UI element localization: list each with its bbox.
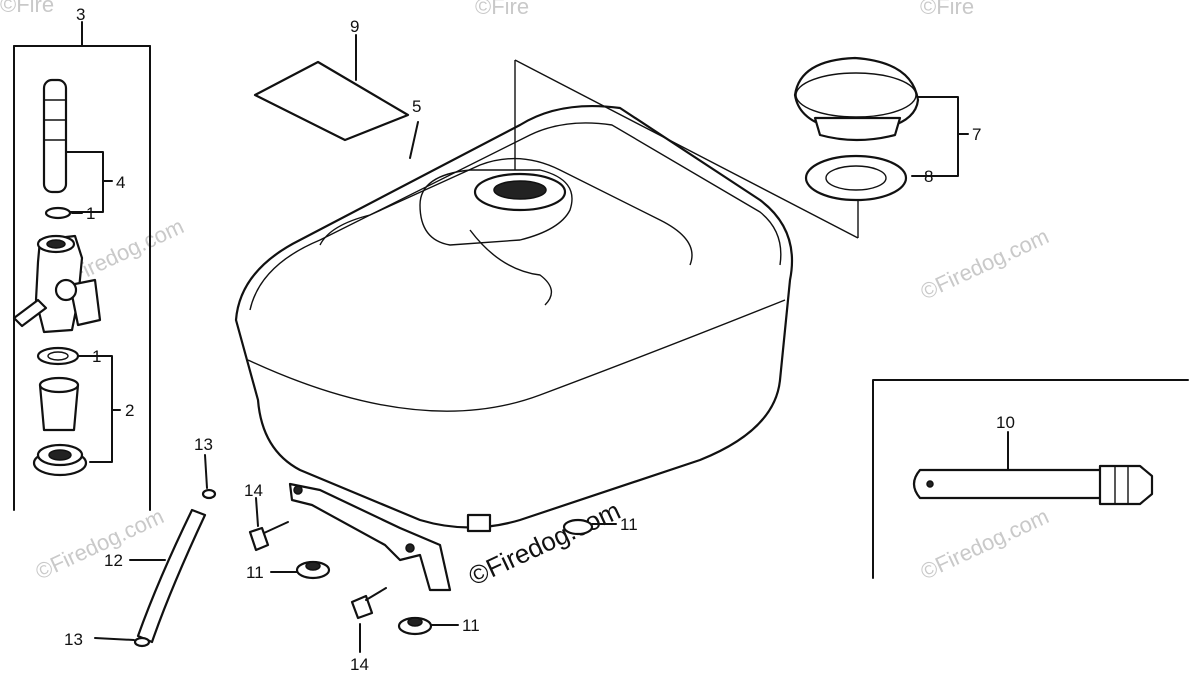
- fuel-valve: [12, 234, 102, 334]
- watermark-3: ©Firedog.com: [917, 223, 1053, 304]
- callout-10: 10: [996, 413, 1015, 432]
- fuel-strainer: [42, 78, 113, 220]
- plug-wrench: [912, 464, 1154, 506]
- callout-labels: 3 4 1 1 2 9 5 7 8 10 13 13 12 14 14 11 1…: [64, 5, 1015, 674]
- callout-4: 4: [116, 173, 125, 192]
- sediment-cup-parts: [32, 346, 121, 477]
- watermark-corner-3: ©Fire: [920, 0, 974, 19]
- callout-1-upper: 1: [86, 204, 95, 223]
- fuel-tube: [94, 454, 217, 648]
- callout-5: 5: [412, 97, 421, 116]
- callout-14-upper: 14: [244, 481, 263, 500]
- tank-bracket: [288, 482, 452, 592]
- fuel-tank: [234, 104, 794, 533]
- fuel-cap: [793, 56, 969, 177]
- flange-nuts: [270, 518, 617, 636]
- callout-11-right: 11: [620, 515, 638, 534]
- fuel-valve-bracket: [13, 21, 151, 511]
- callout-13-lower: 13: [64, 630, 83, 649]
- callout-8: 8: [924, 167, 933, 186]
- flange-bolts: [248, 497, 387, 653]
- watermark-5: ©Firedog.com: [917, 503, 1053, 584]
- callout-2: 2: [125, 401, 134, 420]
- callout-14-lower: 14: [350, 655, 369, 674]
- callout-11-bottom: 11: [462, 616, 480, 635]
- label-plate: [253, 34, 410, 142]
- callout-7: 7: [972, 125, 981, 144]
- callout-3: 3: [76, 5, 85, 24]
- watermark-4: ©Firedog.com: [32, 503, 168, 584]
- fuel-cap-gasket: [804, 154, 908, 202]
- tool-frame: [872, 379, 1189, 579]
- callout-11-left: 11: [246, 563, 264, 582]
- watermark-corner-1: ©Fire: [0, 0, 54, 17]
- callout-1-lower: 1: [92, 347, 101, 366]
- watermark-corner-2: ©Fire: [475, 0, 529, 19]
- callout-13-upper: 13: [194, 435, 213, 454]
- callout-9: 9: [350, 17, 359, 36]
- callout-12: 12: [104, 551, 123, 570]
